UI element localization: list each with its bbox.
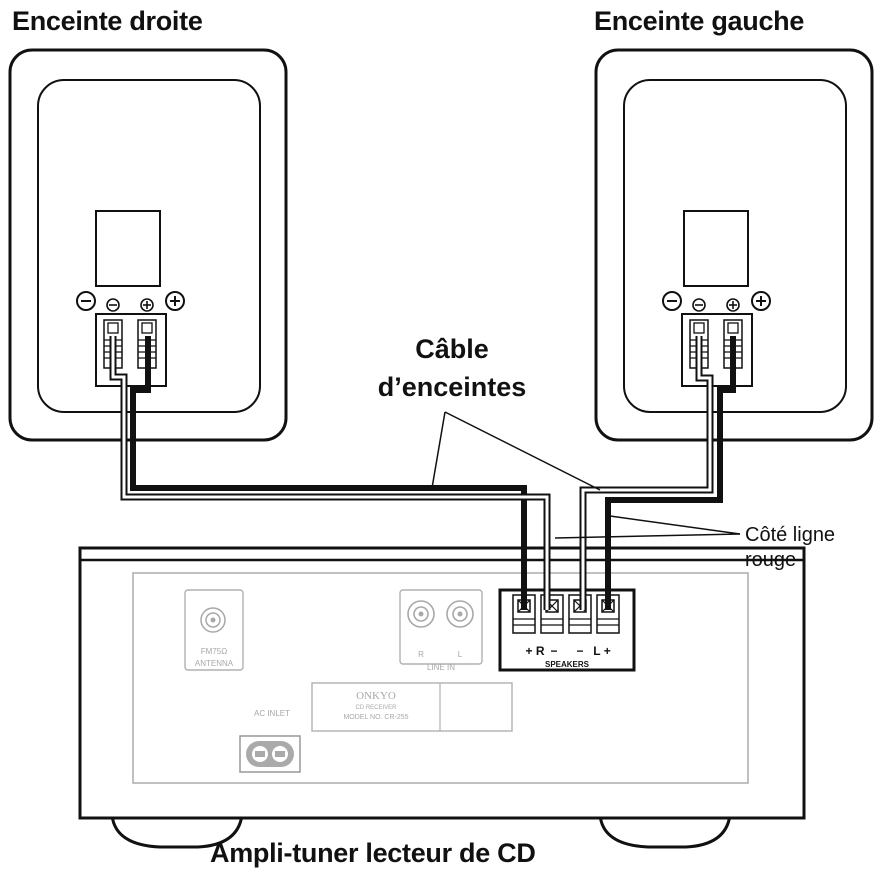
right-speaker-cable-black bbox=[130, 336, 527, 610]
ac-inlet-label: AC INLET bbox=[254, 709, 290, 718]
speaker-cable-label: Câble d’enceintes bbox=[352, 330, 552, 406]
receiver-foot-right bbox=[598, 813, 732, 849]
line-in-label: LINE IN bbox=[427, 663, 455, 672]
brand-logo: ONKYO bbox=[356, 690, 396, 702]
right-speaker-title: Enceinte droite bbox=[12, 6, 203, 36]
line-in-box bbox=[399, 589, 483, 665]
speaker-cable-label-line2: d’enceintes bbox=[377, 372, 527, 402]
right-speaker bbox=[8, 48, 288, 442]
cd-receiver: FM75Ω ANTENNA R L LINE IN ONKYO CD RECEI… bbox=[78, 546, 806, 849]
right-speaker-label-plate bbox=[95, 210, 161, 287]
receiver-title: Ampli-tuner lecteur de CD bbox=[210, 838, 536, 868]
red-side-leader-1 bbox=[609, 515, 741, 535]
model-line-1: CD RECEIVER bbox=[355, 705, 397, 711]
speaker-cable-label-line1: Câble bbox=[415, 334, 489, 364]
left-speaker-cable-black bbox=[605, 336, 736, 610]
terminal-minus-l-label: − bbox=[576, 644, 583, 658]
line-in-r-label: R bbox=[418, 650, 424, 659]
line-in-l-label: L bbox=[458, 650, 463, 659]
model-line-2: MODEL NO. CR-255 bbox=[343, 714, 408, 721]
terminal-minus-r-label: − bbox=[550, 644, 557, 658]
speakers-label: SPEAKERS bbox=[545, 660, 590, 669]
red-line-side-line2: rouge bbox=[745, 549, 797, 571]
receiver-foot-left bbox=[110, 813, 244, 849]
antenna-label-1: FM75Ω bbox=[201, 647, 227, 656]
red-line-side-label: Côté ligne rouge bbox=[745, 523, 835, 573]
left-speaker bbox=[594, 48, 874, 442]
antenna-label-2: ANTENNA bbox=[195, 659, 234, 668]
cable-leader-2 bbox=[444, 411, 601, 491]
left-speaker-title: Enceinte gauche bbox=[594, 6, 805, 36]
red-line-side-line1: Côté ligne bbox=[745, 524, 836, 546]
cable-leader-1 bbox=[431, 411, 446, 489]
left-speaker-label-plate bbox=[683, 210, 749, 287]
red-side-leader-2 bbox=[554, 533, 741, 539]
model-plate bbox=[311, 682, 513, 732]
terminal-plus-r-label: + R bbox=[525, 644, 544, 658]
terminal-l-plus-label: L + bbox=[593, 644, 610, 658]
